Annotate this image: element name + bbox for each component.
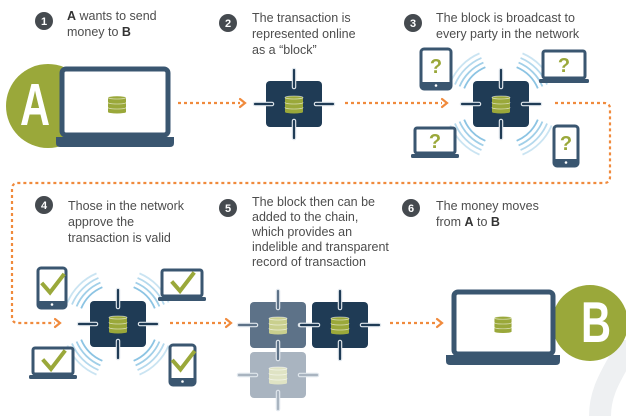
laptop-device [29,346,77,379]
step-number: 2 [225,18,231,30]
laptop-device: ? [539,49,589,83]
question-mark-icon: ? [558,55,570,77]
background-swirl [589,338,626,416]
arrowheads [53,97,449,329]
coin-stack-icon [494,316,512,334]
tablet-device: ? [552,124,580,168]
step-3-text: The block is broadcast to every party in… [436,11,580,41]
check-mark-icon [40,272,66,296]
arrowhead-icon [238,97,247,109]
block-step-3 [459,67,543,141]
step-badge [404,14,422,32]
step-6-text: The money moves from A to B [436,199,542,229]
step-badge [402,199,420,217]
step-1-text: A wants to send money to B [67,9,160,39]
question-mark-icon: ? [430,56,442,78]
coin-stack-icon [107,95,127,114]
chain-block-previous-2 [236,338,320,412]
step-2-text: The transaction is represented online as… [252,11,359,57]
check-mark-icon [170,271,196,295]
arrowhead-icon [440,97,449,109]
coin-stack-icon [268,366,288,385]
coin-stack-icon [330,316,350,335]
block-step-4 [76,287,160,361]
laptop-device [158,268,206,301]
step-number: 5 [225,203,231,215]
step-badge [219,14,237,32]
step-badge [35,12,53,30]
party-b-letter: B [581,291,611,355]
step-number: 6 [408,203,414,215]
tablet-device: ? [419,47,453,91]
question-mark-icon: ? [560,133,572,155]
coin-stack-icon [494,316,512,334]
tablet-device [168,343,197,387]
coin-stack-icon [108,315,128,334]
party-a: A [6,64,174,148]
step-number: 4 [41,200,48,212]
network-devices: ???? [29,47,589,387]
arrow-3-to-4 [10,101,612,325]
chain-block-new [298,288,382,362]
coin-stack-icon [268,316,288,335]
step-number: 1 [41,16,47,28]
arrowhead-icon [435,317,444,329]
step-6: 6 The money moves from A to B [402,199,542,229]
step-5: 5 The block then can be added to the cha… [219,195,392,269]
check-mark-icon [170,349,197,373]
blocks [76,67,543,412]
step-2: 2 The transaction is represented online … [219,11,359,57]
check-mark-icon [41,349,67,373]
party-a-letter: A [20,70,50,137]
arrowhead-icon [224,317,233,329]
party-b: B [446,285,626,365]
step-4-text: Those in the network approve the transac… [68,199,188,245]
step-4: 4 Those in the network approve the trans… [35,196,188,245]
laptop-device: ? [411,126,459,158]
step-1: 1 A wants to send money to B [35,9,160,39]
step-3: 3 The block is broadcast to every party … [404,11,580,41]
coin-stack-icon [107,95,127,114]
flow-connectors [10,101,612,325]
party-b-circle [552,285,626,361]
coin-stack-icon [491,95,511,114]
block-step-2 [252,67,336,141]
step-number: 3 [410,18,416,30]
step-badge [35,196,53,214]
step-badge [219,199,237,217]
tablet-device [36,266,68,310]
question-mark-icon: ? [429,131,441,153]
coin-stack-icon [284,95,304,114]
arrowhead-icon [53,317,62,329]
step-5-text: The block then can be added to the chain… [251,195,392,269]
